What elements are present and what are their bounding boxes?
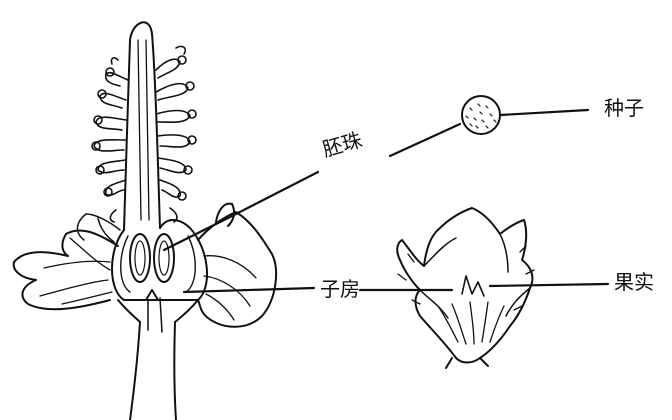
petal-upper-left bbox=[77, 214, 120, 242]
leader-fruit bbox=[490, 284, 608, 286]
flower-longitudinal-section bbox=[14, 22, 276, 420]
petal-right bbox=[198, 204, 276, 327]
stamens-left bbox=[92, 58, 128, 222]
flower-stem bbox=[130, 322, 176, 420]
receptacle bbox=[118, 300, 198, 322]
label-ovary: 子房 bbox=[320, 279, 360, 299]
leader-ovule bbox=[164, 172, 318, 250]
ovule-shape bbox=[130, 234, 174, 282]
fruit-shape bbox=[397, 208, 534, 368]
seed-shape bbox=[462, 96, 500, 134]
sepal-left bbox=[14, 230, 118, 309]
label-fruit: 果实 bbox=[614, 272, 654, 292]
label-seed: 种子 bbox=[604, 98, 644, 118]
leader-lines bbox=[164, 110, 608, 292]
style bbox=[124, 22, 160, 230]
stamens-right bbox=[156, 46, 196, 222]
